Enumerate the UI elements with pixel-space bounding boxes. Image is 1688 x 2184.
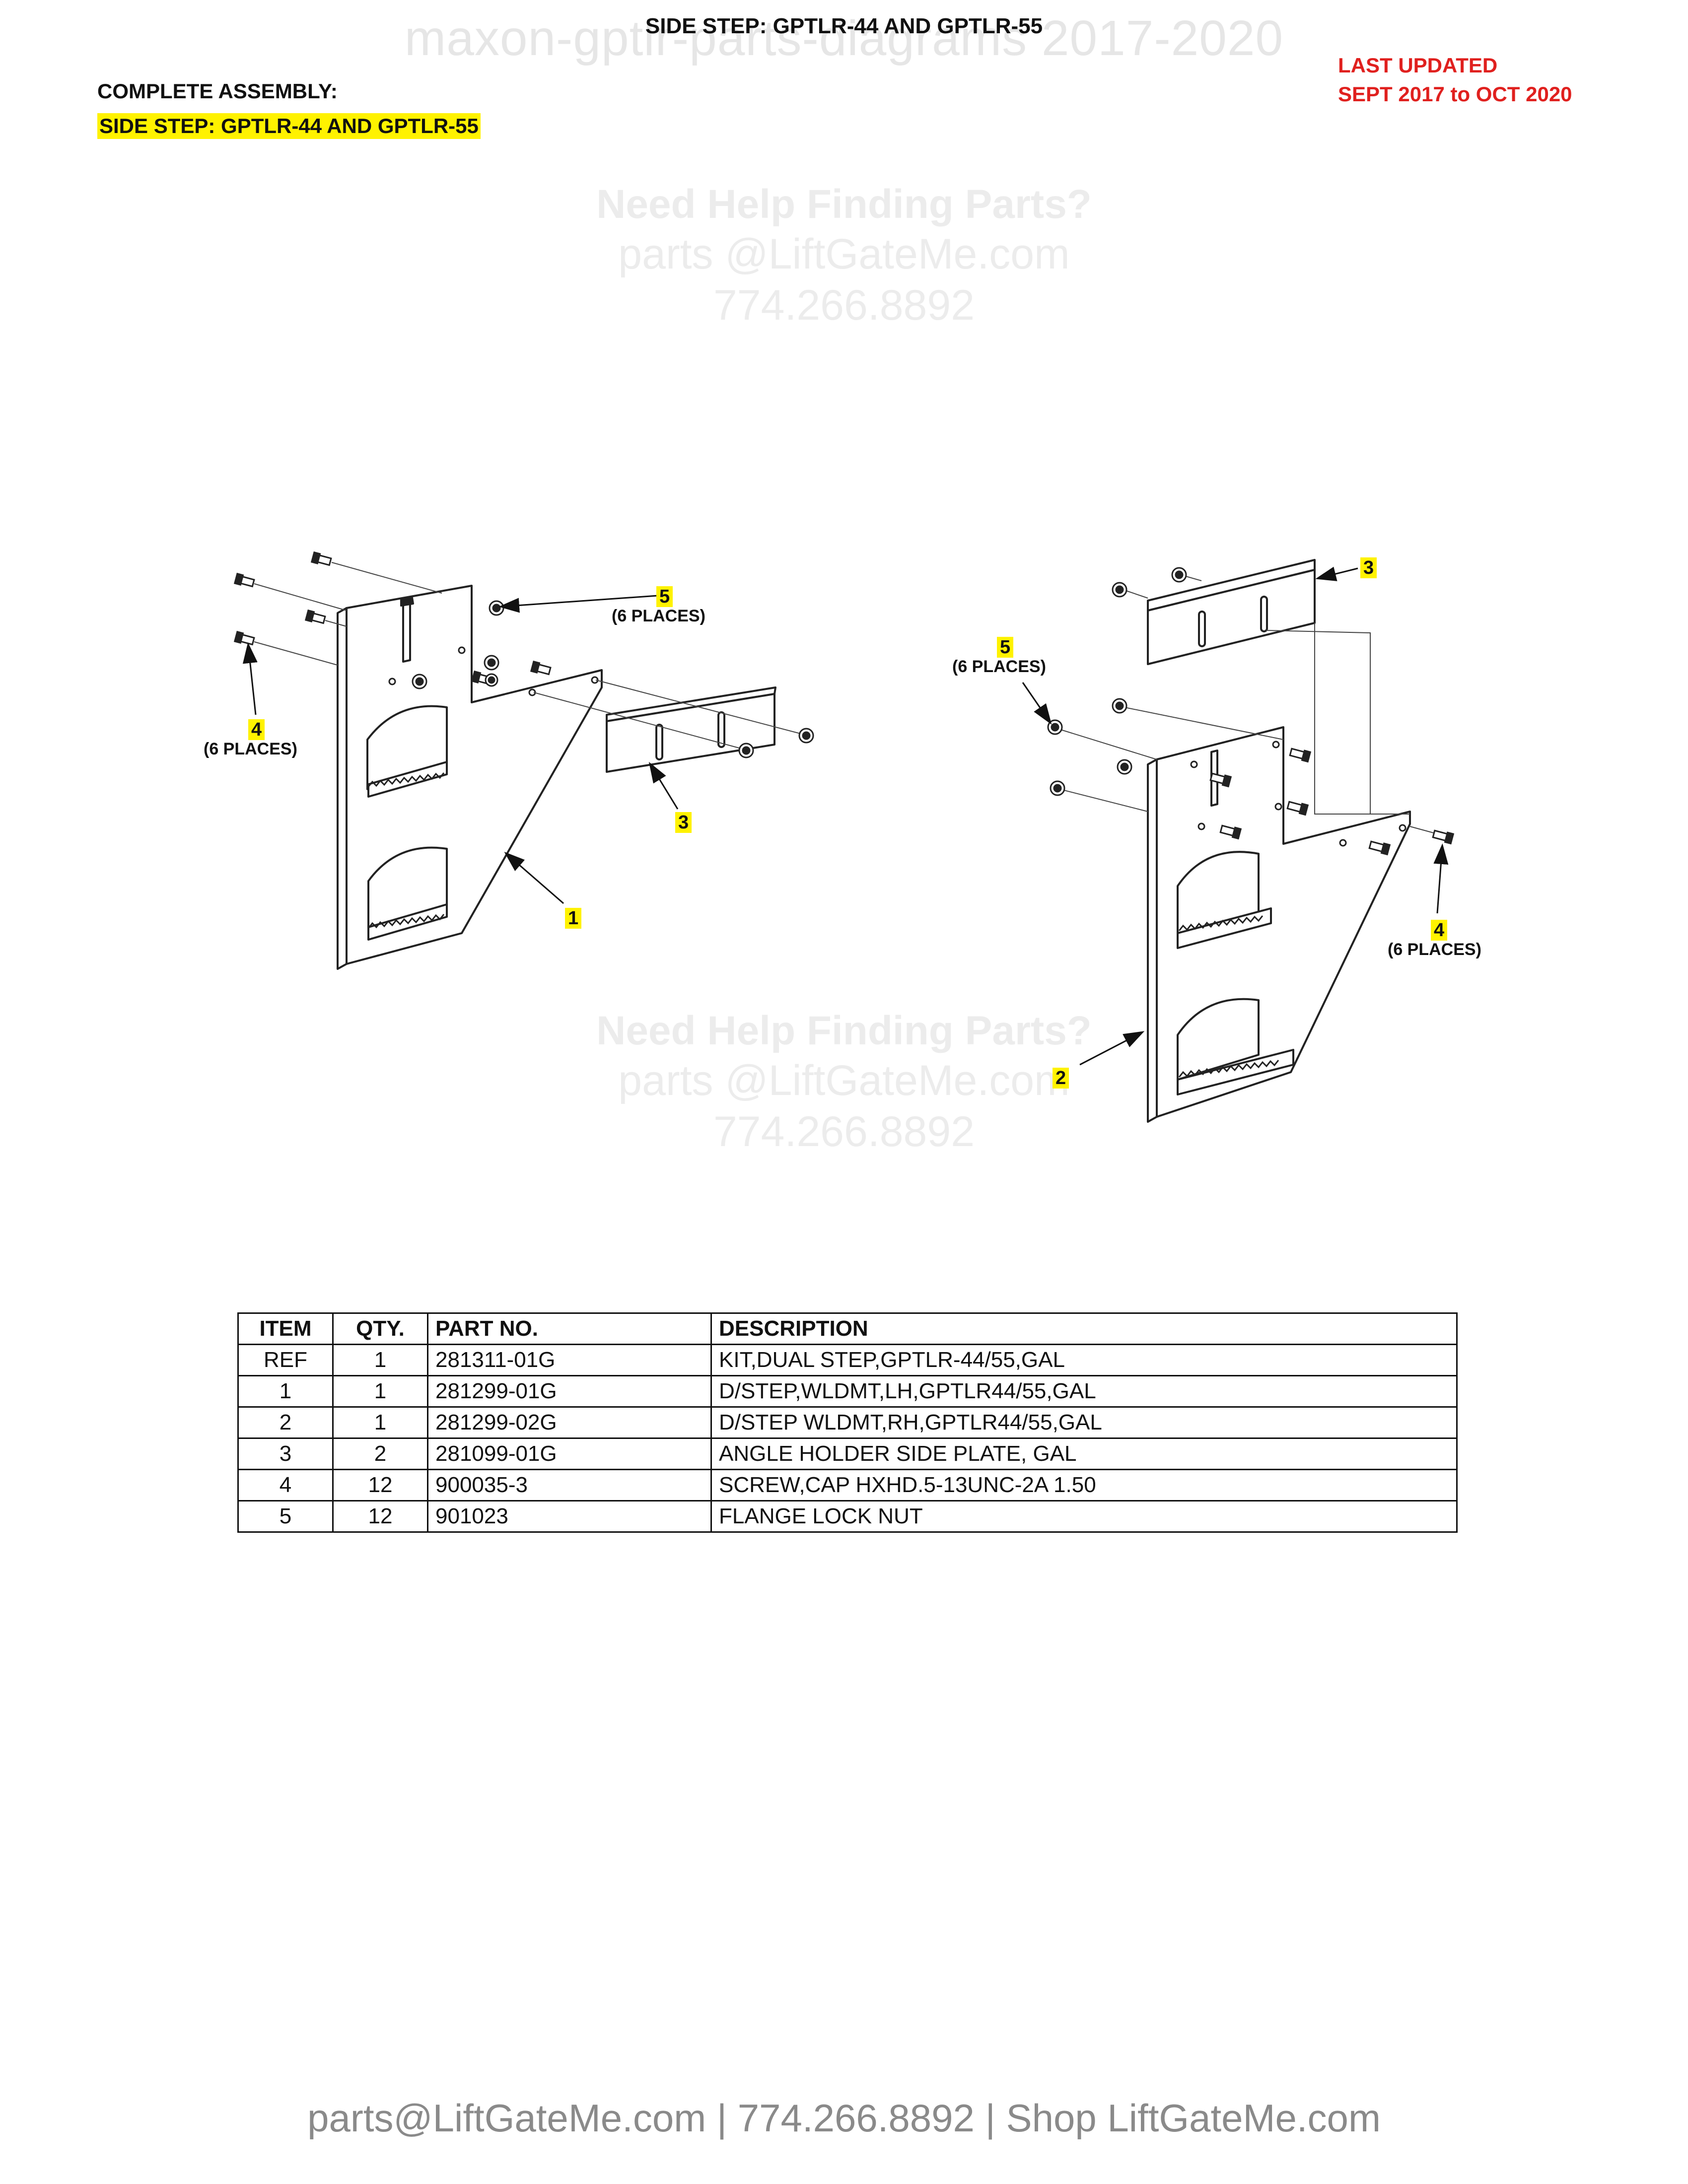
right-flange-nuts <box>1047 567 1187 796</box>
help-watermark-middle: Need Help Finding Parts? parts @LiftGate… <box>0 1008 1688 1157</box>
table-row: REF 1 281311-01G KIT,DUAL STEP,GPTLR-44/… <box>237 1344 1458 1376</box>
right-step-treads <box>1178 915 1279 1078</box>
cell-qty: 1 <box>332 1344 428 1376</box>
left-alignment-lines <box>254 562 805 750</box>
callout-number: 4 <box>1431 920 1448 941</box>
cell-description: KIT,DUAL STEP,GPTLR-44/55,GAL <box>710 1344 1458 1376</box>
page-title: SIDE STEP: GPTLR-44 AND GPTLR-55 <box>645 14 1043 38</box>
cell-qty: 12 <box>332 1500 428 1533</box>
column-header-description: DESCRIPTION <box>710 1312 1458 1345</box>
right-leader-lines <box>1022 566 1449 1066</box>
callout-item-2: 2 <box>1053 1067 1069 1089</box>
last-updated-label: LAST UPDATED <box>1338 54 1498 77</box>
right-alignment-lines <box>1057 575 1438 834</box>
cell-item: REF <box>237 1344 334 1376</box>
footer-contact[interactable]: parts@LiftGateMe.com | 774.266.8892 | Sh… <box>307 2096 1381 2140</box>
table-row: 2 1 281299-02G D/STEP WLDMT,RH,GPTLR44/5… <box>237 1406 1458 1439</box>
cell-description: D/STEP,WLDMT,LH,GPTLR44/55,GAL <box>710 1375 1458 1408</box>
help-watermark-top: Need Help Finding Parts? parts @LiftGate… <box>0 181 1688 330</box>
cell-part-no: 281299-01G <box>427 1375 712 1408</box>
exploded-view-drawing <box>233 551 1455 1123</box>
cell-description: FLANGE LOCK NUT <box>710 1500 1458 1533</box>
callout-item-1: 1 <box>565 907 582 929</box>
cell-qty: 1 <box>332 1406 428 1439</box>
callout-number: 5 <box>656 586 673 607</box>
help-watermark-heading: Need Help Finding Parts? <box>596 182 1092 227</box>
left-screws <box>233 551 552 685</box>
table-row: 5 12 901023 FLANGE LOCK NUT <box>237 1500 1458 1533</box>
right-angle-holder <box>1147 559 1316 665</box>
left-plate-holes <box>388 646 599 696</box>
cell-item: 5 <box>237 1500 334 1533</box>
column-header-part-no: PART NO. <box>427 1312 712 1345</box>
watermark-title: maxon-gptlr-parts-diagrams 2017-2020 <box>404 10 1284 66</box>
callout-item-4-right: 4 <box>1431 919 1448 941</box>
cell-description: D/STEP WLDMT,RH,GPTLR44/55,GAL <box>710 1406 1458 1439</box>
callout-item-3-right: 3 <box>1360 557 1377 579</box>
parts-list-table: ITEM QTY. PART NO. DESCRIPTION REF 1 281… <box>237 1312 1458 1533</box>
assembly-name-link[interactable]: SIDE STEP: GPTLR-44 AND GPTLR-55 <box>97 113 481 139</box>
cell-item: 3 <box>237 1437 334 1470</box>
left-angle-holder <box>606 686 776 773</box>
cell-qty: 2 <box>332 1437 428 1470</box>
last-updated-range: SEPT 2017 to OCT 2020 <box>1338 82 1572 106</box>
help-watermark-heading-2: Need Help Finding Parts? <box>596 1008 1092 1053</box>
assembly-label: COMPLETE ASSEMBLY: <box>97 79 338 103</box>
table-row: 1 1 281299-01G D/STEP,WLDMT,LH,GPTLR44/5… <box>237 1375 1458 1408</box>
cell-item: 4 <box>237 1469 334 1502</box>
help-watermark-email: parts @LiftGateMe.com <box>618 230 1070 278</box>
callout-item-3-left: 3 <box>675 812 692 833</box>
right-plate-holes <box>1190 741 1407 847</box>
table-row: 3 2 281099-01G ANGLE HOLDER SIDE PLATE, … <box>237 1437 1458 1470</box>
cell-part-no: 900035-3 <box>427 1469 712 1502</box>
cell-item: 1 <box>237 1375 334 1408</box>
left-leader-lines <box>242 595 679 904</box>
table-row: 4 12 900035-3 SCREW,CAP HXHD.5-13UNC-2A … <box>237 1469 1458 1502</box>
cell-item: 2 <box>237 1406 334 1439</box>
last-updated-note: LAST UPDATED SEPT 2017 to OCT 2020 <box>1338 51 1572 109</box>
callout-number: 2 <box>1053 1068 1069 1089</box>
callout-places-5-right: (6 PLACES) <box>952 657 1046 676</box>
cell-description: SCREW,CAP HXHD.5-13UNC-2A 1.50 <box>710 1469 1458 1502</box>
column-header-qty: QTY. <box>332 1312 428 1345</box>
help-watermark-phone-2: 774.266.8892 <box>713 1108 975 1156</box>
callout-item-5-left: 5 <box>656 586 673 608</box>
callout-number: 4 <box>248 719 265 740</box>
callout-places-4-right: (6 PLACES) <box>1388 940 1481 959</box>
help-watermark-email-2: parts @LiftGateMe.com <box>618 1057 1070 1104</box>
left-step-treads <box>367 772 445 929</box>
cell-part-no: 901023 <box>427 1500 712 1533</box>
table-header-row: ITEM QTY. PART NO. DESCRIPTION <box>237 1312 1458 1345</box>
cell-part-no: 281299-02G <box>427 1406 712 1439</box>
callout-item-4-left: 4 <box>248 719 265 741</box>
callout-number: 5 <box>997 637 1014 658</box>
right-step-weldment <box>1147 726 1411 1123</box>
cell-qty: 12 <box>332 1469 428 1502</box>
cell-part-no: 281099-01G <box>427 1437 712 1470</box>
column-header-item: ITEM <box>237 1312 334 1345</box>
cell-part-no: 281311-01G <box>427 1344 712 1376</box>
callout-number: 1 <box>565 908 582 929</box>
callout-places-5-left: (6 PLACES) <box>612 607 705 625</box>
cell-qty: 1 <box>332 1375 428 1408</box>
help-watermark-phone: 774.266.8892 <box>713 281 975 329</box>
callout-item-5-right: 5 <box>997 636 1014 658</box>
callout-number: 3 <box>1360 557 1377 578</box>
right-screws <box>1209 748 1455 856</box>
cell-description: ANGLE HOLDER SIDE PLATE, GAL <box>710 1437 1458 1470</box>
callout-number: 3 <box>675 812 692 833</box>
left-step-weldment <box>337 585 603 970</box>
callout-places-4-left: (6 PLACES) <box>204 740 297 758</box>
